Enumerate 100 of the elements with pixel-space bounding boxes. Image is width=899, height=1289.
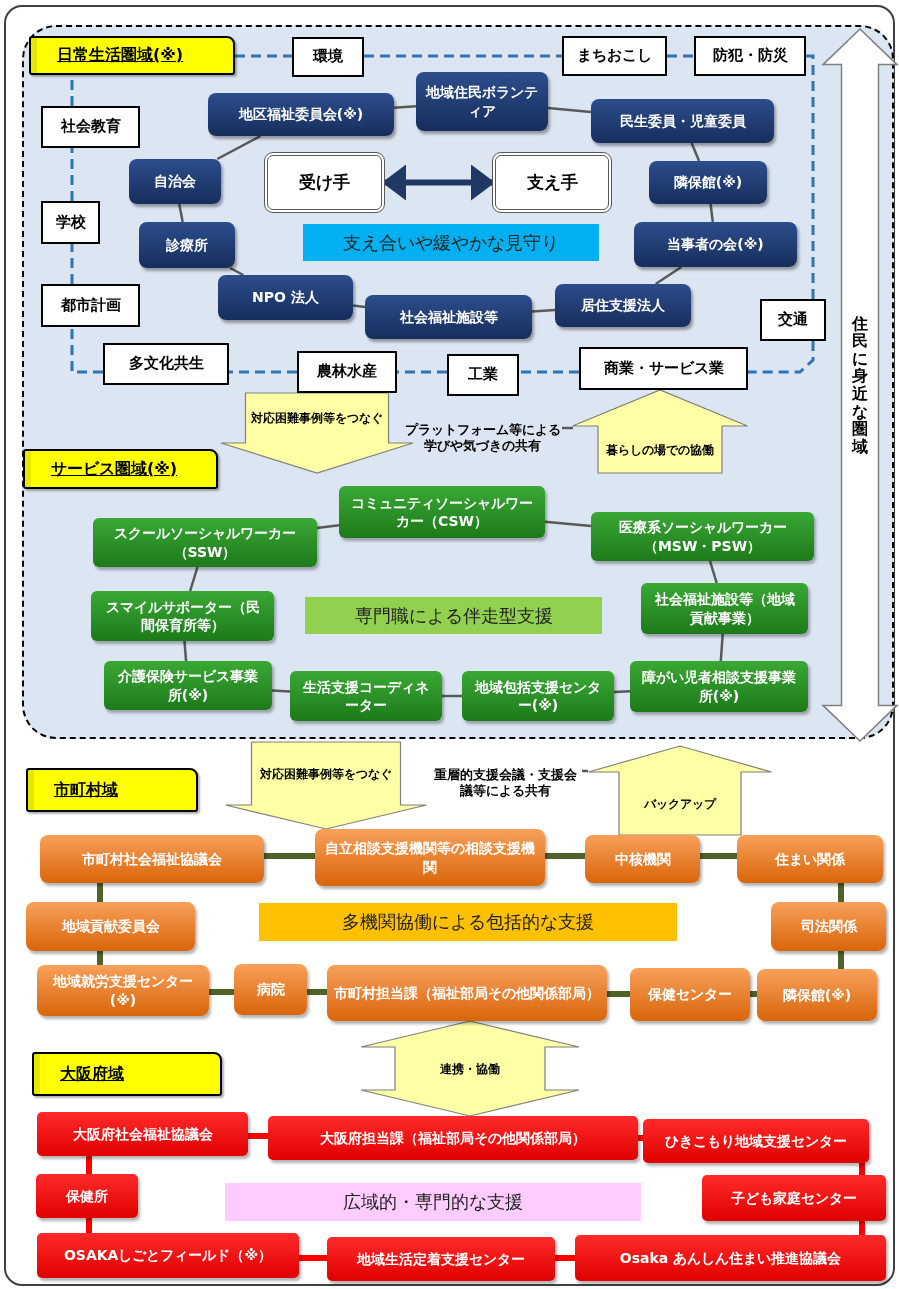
- topic-box: [694, 36, 806, 76]
- connector-line: [859, 1221, 865, 1235]
- section-banner: [32, 1052, 222, 1096]
- dashed-connector: [229, 370, 297, 374]
- connector-line: [264, 853, 315, 859]
- box-label: 司法関係: [800, 917, 857, 936]
- topic-box: [103, 343, 229, 385]
- connector-line: [248, 1133, 268, 1139]
- agency-box: [234, 964, 307, 1015]
- box-label: 地域就労支援センター(※): [51, 972, 194, 1009]
- box-label: 防犯・防災: [712, 46, 788, 66]
- box-label: 隣保館(※): [673, 173, 743, 192]
- topic-box: [41, 284, 140, 327]
- section-title: 市町村域: [54, 779, 118, 801]
- box-label: NPO 法人: [252, 288, 319, 307]
- connector-line: [86, 1218, 92, 1233]
- leader-line: [562, 426, 573, 430]
- professional-box: [91, 591, 274, 641]
- box-label: 住まい関係: [775, 849, 845, 869]
- edge-label: 連携・協働: [439, 1060, 501, 1077]
- box-label: 交通: [778, 310, 808, 330]
- connector-line: [545, 853, 585, 859]
- box-label: 社会教育: [60, 117, 121, 137]
- edge-label: 暮らしの場での協働: [605, 441, 715, 458]
- box-label: コミュニティソーシャルワーカー（CSW）: [350, 493, 534, 531]
- connector-line: [607, 991, 630, 997]
- professional-box: [93, 518, 317, 567]
- block-arrow: [224, 741, 428, 830]
- box-label: 介護保険サービス事業所(※): [117, 667, 259, 704]
- professional-box: [630, 661, 808, 712]
- agency-box: [737, 835, 883, 883]
- connector-line: [178, 203, 184, 223]
- organization-box: [139, 222, 235, 268]
- organization-box: [634, 222, 797, 267]
- prefecture-agency-box: [268, 1116, 638, 1160]
- connector-line: [719, 633, 724, 662]
- connector-line: [750, 991, 757, 997]
- edge-label: バックアップ: [643, 795, 718, 812]
- connector-line: [216, 134, 262, 161]
- section-title: サービス圏域(※): [51, 458, 178, 480]
- topic-box: [41, 106, 140, 148]
- band-label: 多機関協働による包括的な支援: [342, 910, 594, 934]
- block-arrow: [571, 389, 749, 474]
- connector-line: [859, 1163, 865, 1175]
- topic-box: [760, 299, 826, 341]
- band-label: 広域的・専門的な支援: [343, 1190, 523, 1214]
- connector-line: [299, 1255, 327, 1261]
- box-label: 地域住民ボランティア: [424, 83, 539, 120]
- connector-line: [547, 106, 592, 114]
- box-label: 市町村社会福祉協議会: [82, 849, 222, 869]
- box-label: 障がい児者相談支援事業所(※): [641, 668, 797, 705]
- box-label: 保健所: [66, 1186, 108, 1206]
- connector-line: [271, 689, 291, 693]
- connector-line: [708, 560, 718, 584]
- box-label: スクールソーシャルワーカー（SSW）: [113, 524, 297, 561]
- dashed-connector: [70, 148, 74, 201]
- box-label: 保健センター: [648, 985, 732, 1004]
- annotation-text: 重層的支援会議・支援会議等による共有: [428, 763, 582, 803]
- box-label: 中核機関: [614, 849, 671, 869]
- box-label: 地域貢献委員会: [61, 917, 160, 936]
- section-title: 日常生活圏域(※): [57, 45, 184, 66]
- professional-box: [104, 661, 272, 710]
- organization-box: [416, 72, 548, 131]
- agency-box: [327, 965, 607, 1021]
- box-label: 生活支援コーディネーター: [302, 677, 430, 715]
- box-label: 医療系ソーシャルワーカー（MSW・PSW）: [617, 518, 788, 555]
- box-label: 隣保館(※): [782, 985, 852, 1005]
- connector-line: [690, 142, 701, 162]
- professional-box: [339, 486, 545, 538]
- agency-box: [40, 835, 264, 883]
- edge-label: 対応困難事例等をつなぐ: [259, 765, 393, 782]
- connector-line: [700, 853, 737, 859]
- box-label: スマイルサポーター（民間保育所等）: [104, 597, 261, 635]
- agency-box: [37, 965, 209, 1016]
- box-label: 学校: [55, 212, 86, 233]
- box-label: OSAKAしごとフィールド（※）: [63, 1246, 273, 1265]
- block-arrow: [360, 1020, 580, 1117]
- connector-line: [229, 266, 244, 277]
- professional-box: [641, 583, 808, 634]
- box-label: 都市計画: [60, 295, 121, 316]
- topic-box: [297, 351, 397, 393]
- topic-box: [579, 347, 748, 390]
- box-label: 自立相談支援機関等の相談支援機関: [324, 839, 536, 876]
- agency-box: [757, 969, 877, 1021]
- section-banner: [26, 768, 198, 812]
- connector-line: [209, 989, 234, 995]
- leader-line: [582, 769, 588, 773]
- box-label: 工業: [468, 365, 498, 385]
- connector-line: [531, 308, 556, 313]
- dashed-connector: [70, 244, 74, 284]
- organization-box: [591, 99, 774, 143]
- theme-band: [225, 1183, 641, 1221]
- theme-band: [305, 597, 602, 634]
- box-label: ひきこもり地域支援センター: [665, 1131, 847, 1151]
- edge-label: 対応困難事例等をつなぐ: [250, 409, 384, 427]
- connector-line: [86, 1156, 92, 1174]
- band-label: 専門職による伴走型支援: [354, 603, 553, 628]
- connector-line: [316, 524, 340, 530]
- agency-box: [771, 902, 886, 951]
- box-label: 地域包括支援センター(※): [473, 677, 602, 715]
